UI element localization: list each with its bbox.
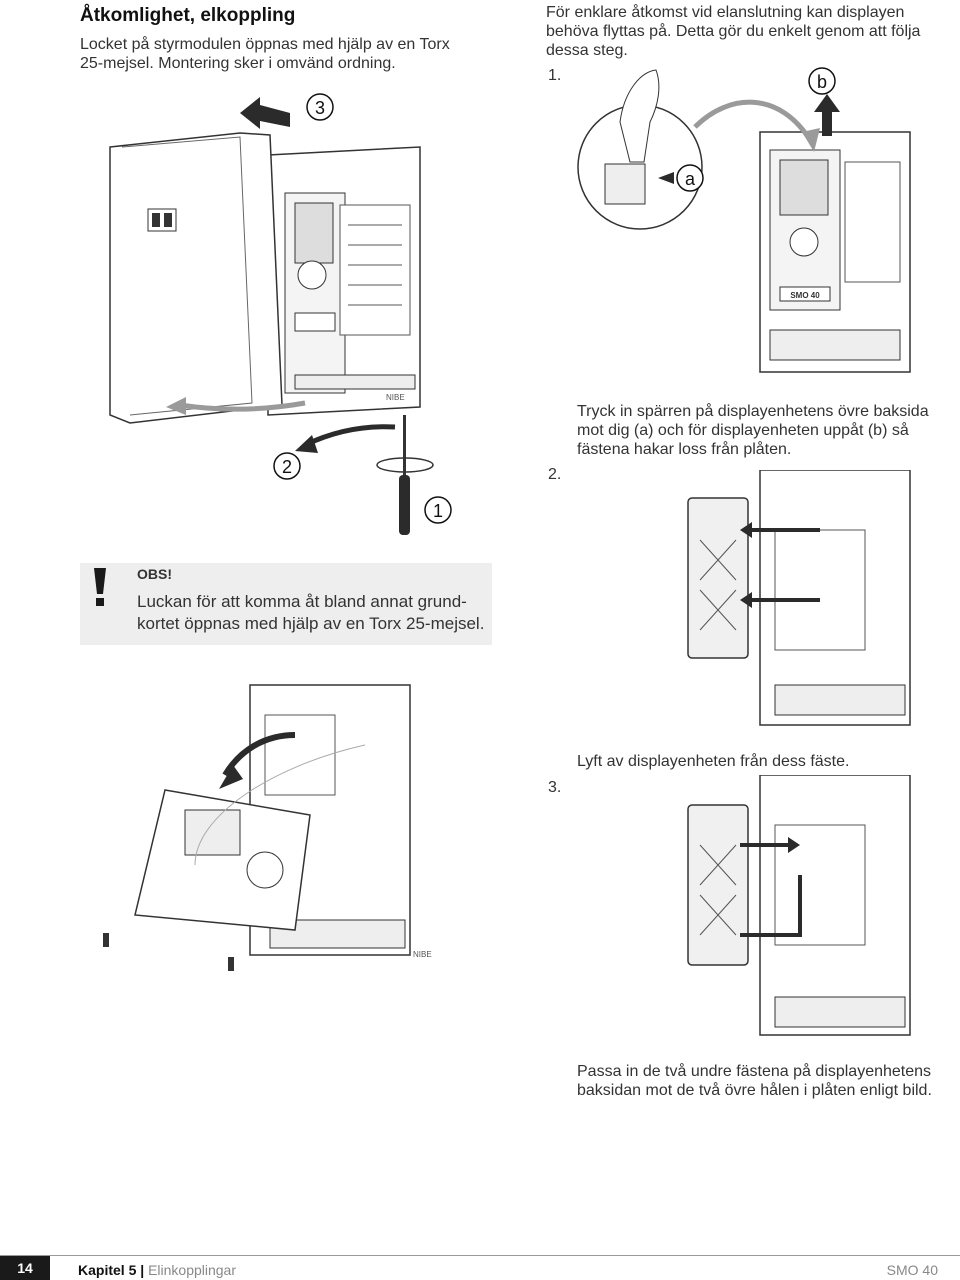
step-2-text: Tryck in spärren på displayenhetens övre… (577, 402, 929, 459)
callout-2: 2 (282, 457, 292, 477)
exclamation-icon (94, 568, 106, 606)
unit-model-label: SMO 40 (790, 291, 820, 300)
right-intro: För enklare åtkomst vid elanslutning kan… (546, 3, 920, 60)
footer-divider (0, 1255, 960, 1256)
unit-brand-label-2: NIBE (413, 950, 432, 959)
right-intro-line2: behöva flyttas på. Detta gör du enkelt g… (546, 23, 921, 40)
right-intro-line1: För enklare åtkomst vid elanslutning kan… (546, 4, 905, 21)
final-line1: Passa in de två undre fästena på display… (577, 1063, 932, 1080)
step-2-line2: mot dig (a) och för displayenheten uppåt… (577, 422, 909, 439)
callout-1: 1 (433, 501, 443, 521)
page-number: 14 (17, 1260, 33, 1276)
callout-3: 3 (315, 98, 325, 118)
step-3-number: 3. (548, 779, 562, 796)
callout-a: a (685, 169, 696, 189)
display-mount-illustration (687, 775, 911, 1036)
warning-line1: Luckan för att komma åt bland annat grun… (137, 592, 467, 611)
hatch-open-illustration: NIBE (103, 684, 432, 971)
footer-separator: | (140, 1262, 149, 1278)
warning-text: Luckan för att komma åt bland annat grun… (137, 591, 484, 635)
final-text: Passa in de två undre fästena på display… (577, 1062, 932, 1100)
page-number-box: 14 (0, 1256, 50, 1280)
footer-product: SMO 40 (886, 1262, 938, 1278)
left-intro-line1: Locket på styrmodulen öppnas med hjälp a… (80, 36, 450, 53)
step-2-number: 2. (548, 466, 562, 483)
footer-section: Elinkopplingar (148, 1262, 237, 1278)
warning-title: OBS! (137, 566, 172, 582)
step-2-line1: Tryck in spärren på displayenhetens övre… (577, 403, 929, 420)
warning-box: OBS! Luckan för att komma åt bland annat… (80, 563, 492, 645)
warning-line2: kortet öppnas med hjälp av en Torx 25-me… (137, 614, 485, 633)
display-unhook-illustration (687, 470, 911, 726)
footer-chapter-label: Kapitel 5 (78, 1262, 137, 1278)
step-3-text: Lyft av displayenheten från dess fäste. (577, 753, 850, 770)
step-2-line3: fästena hakar loss från plåten. (577, 441, 792, 458)
left-intro-line2: 25-mejsel. Montering sker i omvänd ordni… (80, 55, 396, 72)
callout-b: b (817, 72, 827, 92)
final-line2: baksidan mot de två övre hålen i plåten … (577, 1082, 932, 1099)
display-release-illustration: SMO 40 a b (577, 67, 911, 373)
cover-removal-illustration: NIBE 3 2 1 (109, 93, 452, 535)
section-heading: Åtkomlighet, elkoppling (80, 5, 296, 26)
right-intro-line3: dessa steg. (546, 42, 628, 59)
unit-brand-label: NIBE (386, 393, 405, 402)
footer-chapter: Kapitel 5 | Elinkopplingar (78, 1262, 236, 1278)
left-intro: Locket på styrmodulen öppnas med hjälp a… (80, 35, 450, 73)
step-1-number: 1. (548, 67, 562, 84)
